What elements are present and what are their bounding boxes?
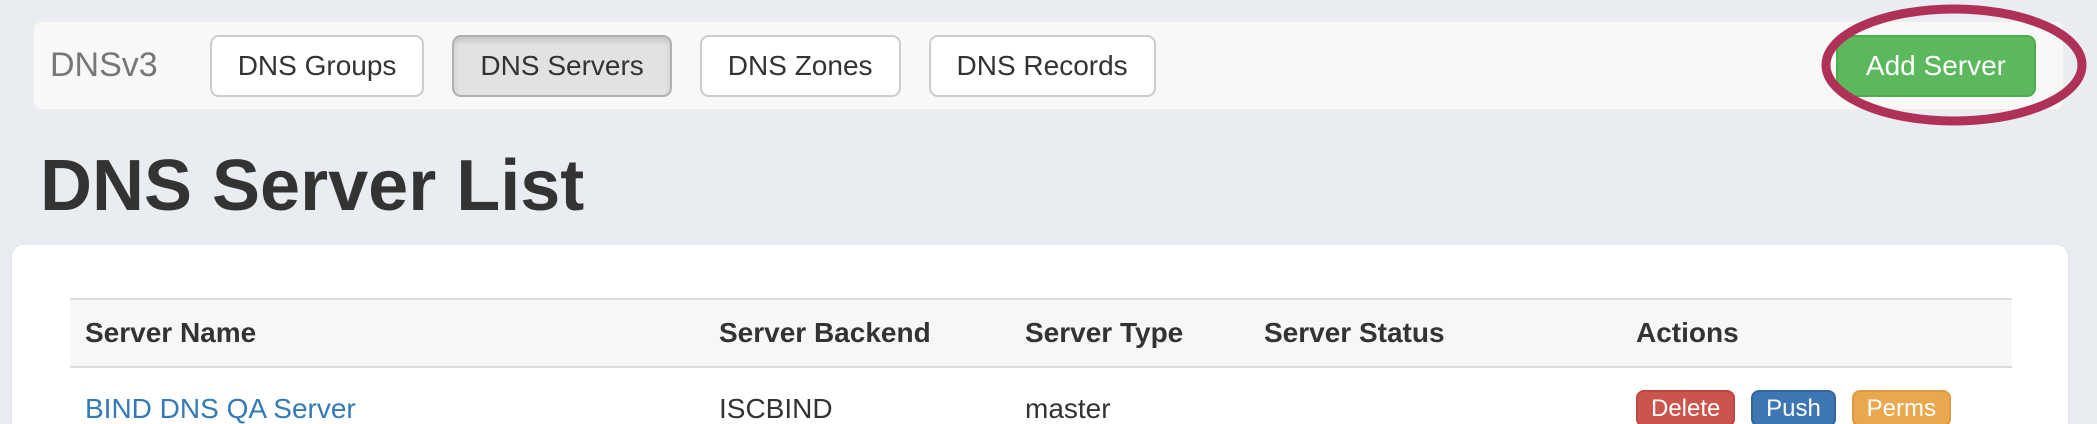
- nav-button-dns-servers[interactable]: DNS Servers: [452, 34, 672, 97]
- nav-button-dns-zones[interactable]: DNS Zones: [699, 34, 901, 97]
- cell-server-backend: ISCBIND: [719, 392, 833, 424]
- perms-button[interactable]: Perms: [1851, 390, 1951, 424]
- navbar: DNSv3 DNS Groups DNS Servers DNS Zones D…: [32, 20, 2065, 111]
- table-header-row: Server Name Server Backend Server Type S…: [70, 298, 2012, 368]
- cell-server-name: BIND DNS QA Server: [70, 367, 704, 424]
- server-table: Server Name Server Backend Server Type S…: [70, 298, 2012, 424]
- server-list-card: Server Name Server Backend Server Type S…: [12, 245, 2068, 424]
- column-header-server-status: Server Status: [1249, 298, 1621, 368]
- nav-button-dns-records[interactable]: DNS Records: [928, 34, 1156, 97]
- cell-server-type: master: [1025, 392, 1111, 424]
- nav-button-dns-groups[interactable]: DNS Groups: [209, 34, 425, 97]
- delete-button[interactable]: Delete: [1636, 390, 1736, 424]
- column-header-server-name: Server Name: [70, 298, 704, 368]
- column-header-actions: Actions: [1621, 298, 2012, 368]
- brand-logo: DNSv3: [50, 46, 158, 84]
- column-header-server-type: Server Type: [1010, 298, 1249, 368]
- push-button[interactable]: Push: [1751, 390, 1836, 424]
- server-name-link[interactable]: BIND DNS QA Server: [85, 392, 356, 424]
- column-header-server-backend: Server Backend: [704, 298, 1010, 368]
- table-row: BIND DNS QA Server ISCBIND master Delete…: [70, 367, 2012, 424]
- cell-actions: Delete Push Perms: [1621, 367, 2012, 424]
- cell-server-status: [1249, 367, 1621, 424]
- add-server-button[interactable]: Add Server: [1835, 34, 2036, 97]
- page-title: DNS Server List: [40, 146, 585, 226]
